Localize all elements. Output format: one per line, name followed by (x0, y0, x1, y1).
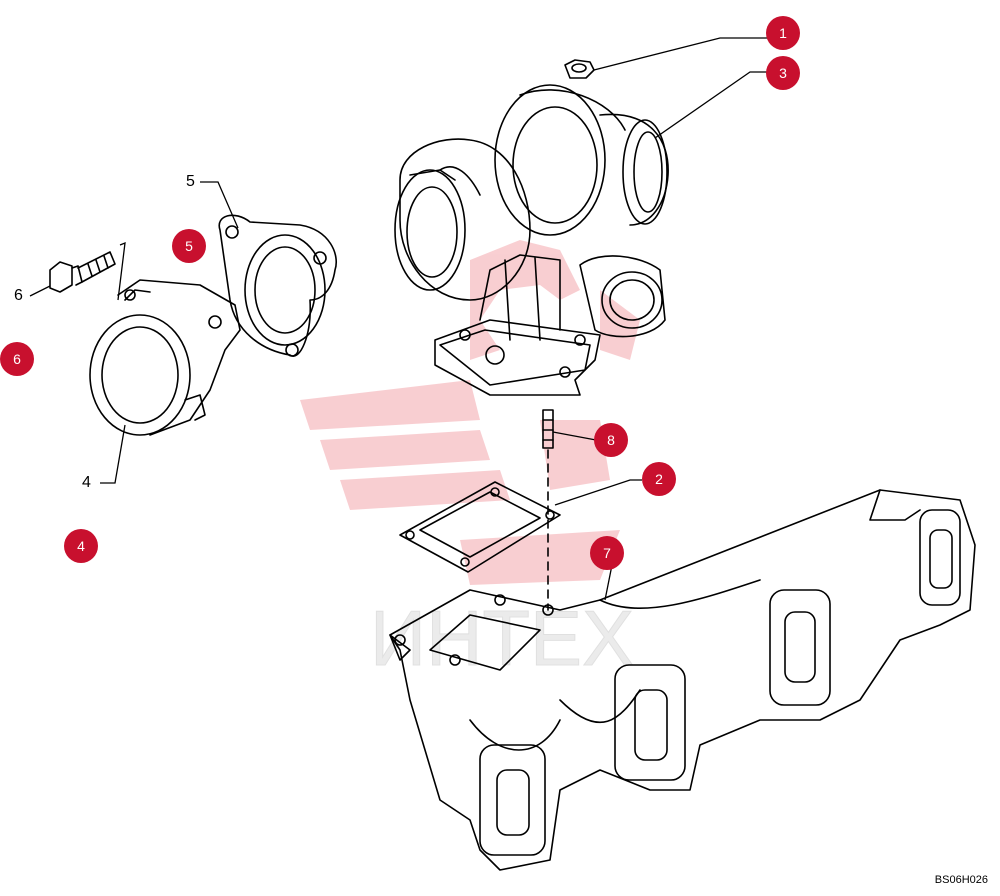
callout-marker-3[interactable]: 3 (766, 56, 800, 90)
flange-gasket-part (218, 214, 337, 357)
callout-marker-1[interactable]: 1 (766, 16, 800, 50)
leader-lines (29, 37, 768, 601)
gasket-part (399, 481, 561, 573)
part-label-5: 5 (186, 173, 195, 190)
watermark-logo: ИНТЕХ (300, 240, 640, 683)
callout-marker-7[interactable]: 7 (590, 536, 624, 570)
nut-part (564, 59, 595, 79)
part-label-6: 6 (14, 287, 23, 304)
callout-marker-5[interactable]: 5 (172, 229, 206, 263)
part-label-4: 4 (82, 474, 91, 491)
exhaust-manifold-part (389, 489, 976, 871)
outlet-elbow-part (89, 279, 241, 436)
bolt-part (49, 251, 116, 293)
stud-part (542, 409, 554, 611)
callout-marker-6[interactable]: 6 (0, 342, 34, 376)
callout-marker-8[interactable]: 8 (594, 423, 628, 457)
drawing-code: BS06H026 (934, 874, 988, 886)
callout-marker-4[interactable]: 4 (64, 529, 98, 563)
turbocharger-part (394, 84, 669, 396)
callout-marker-2[interactable]: 2 (642, 462, 676, 496)
